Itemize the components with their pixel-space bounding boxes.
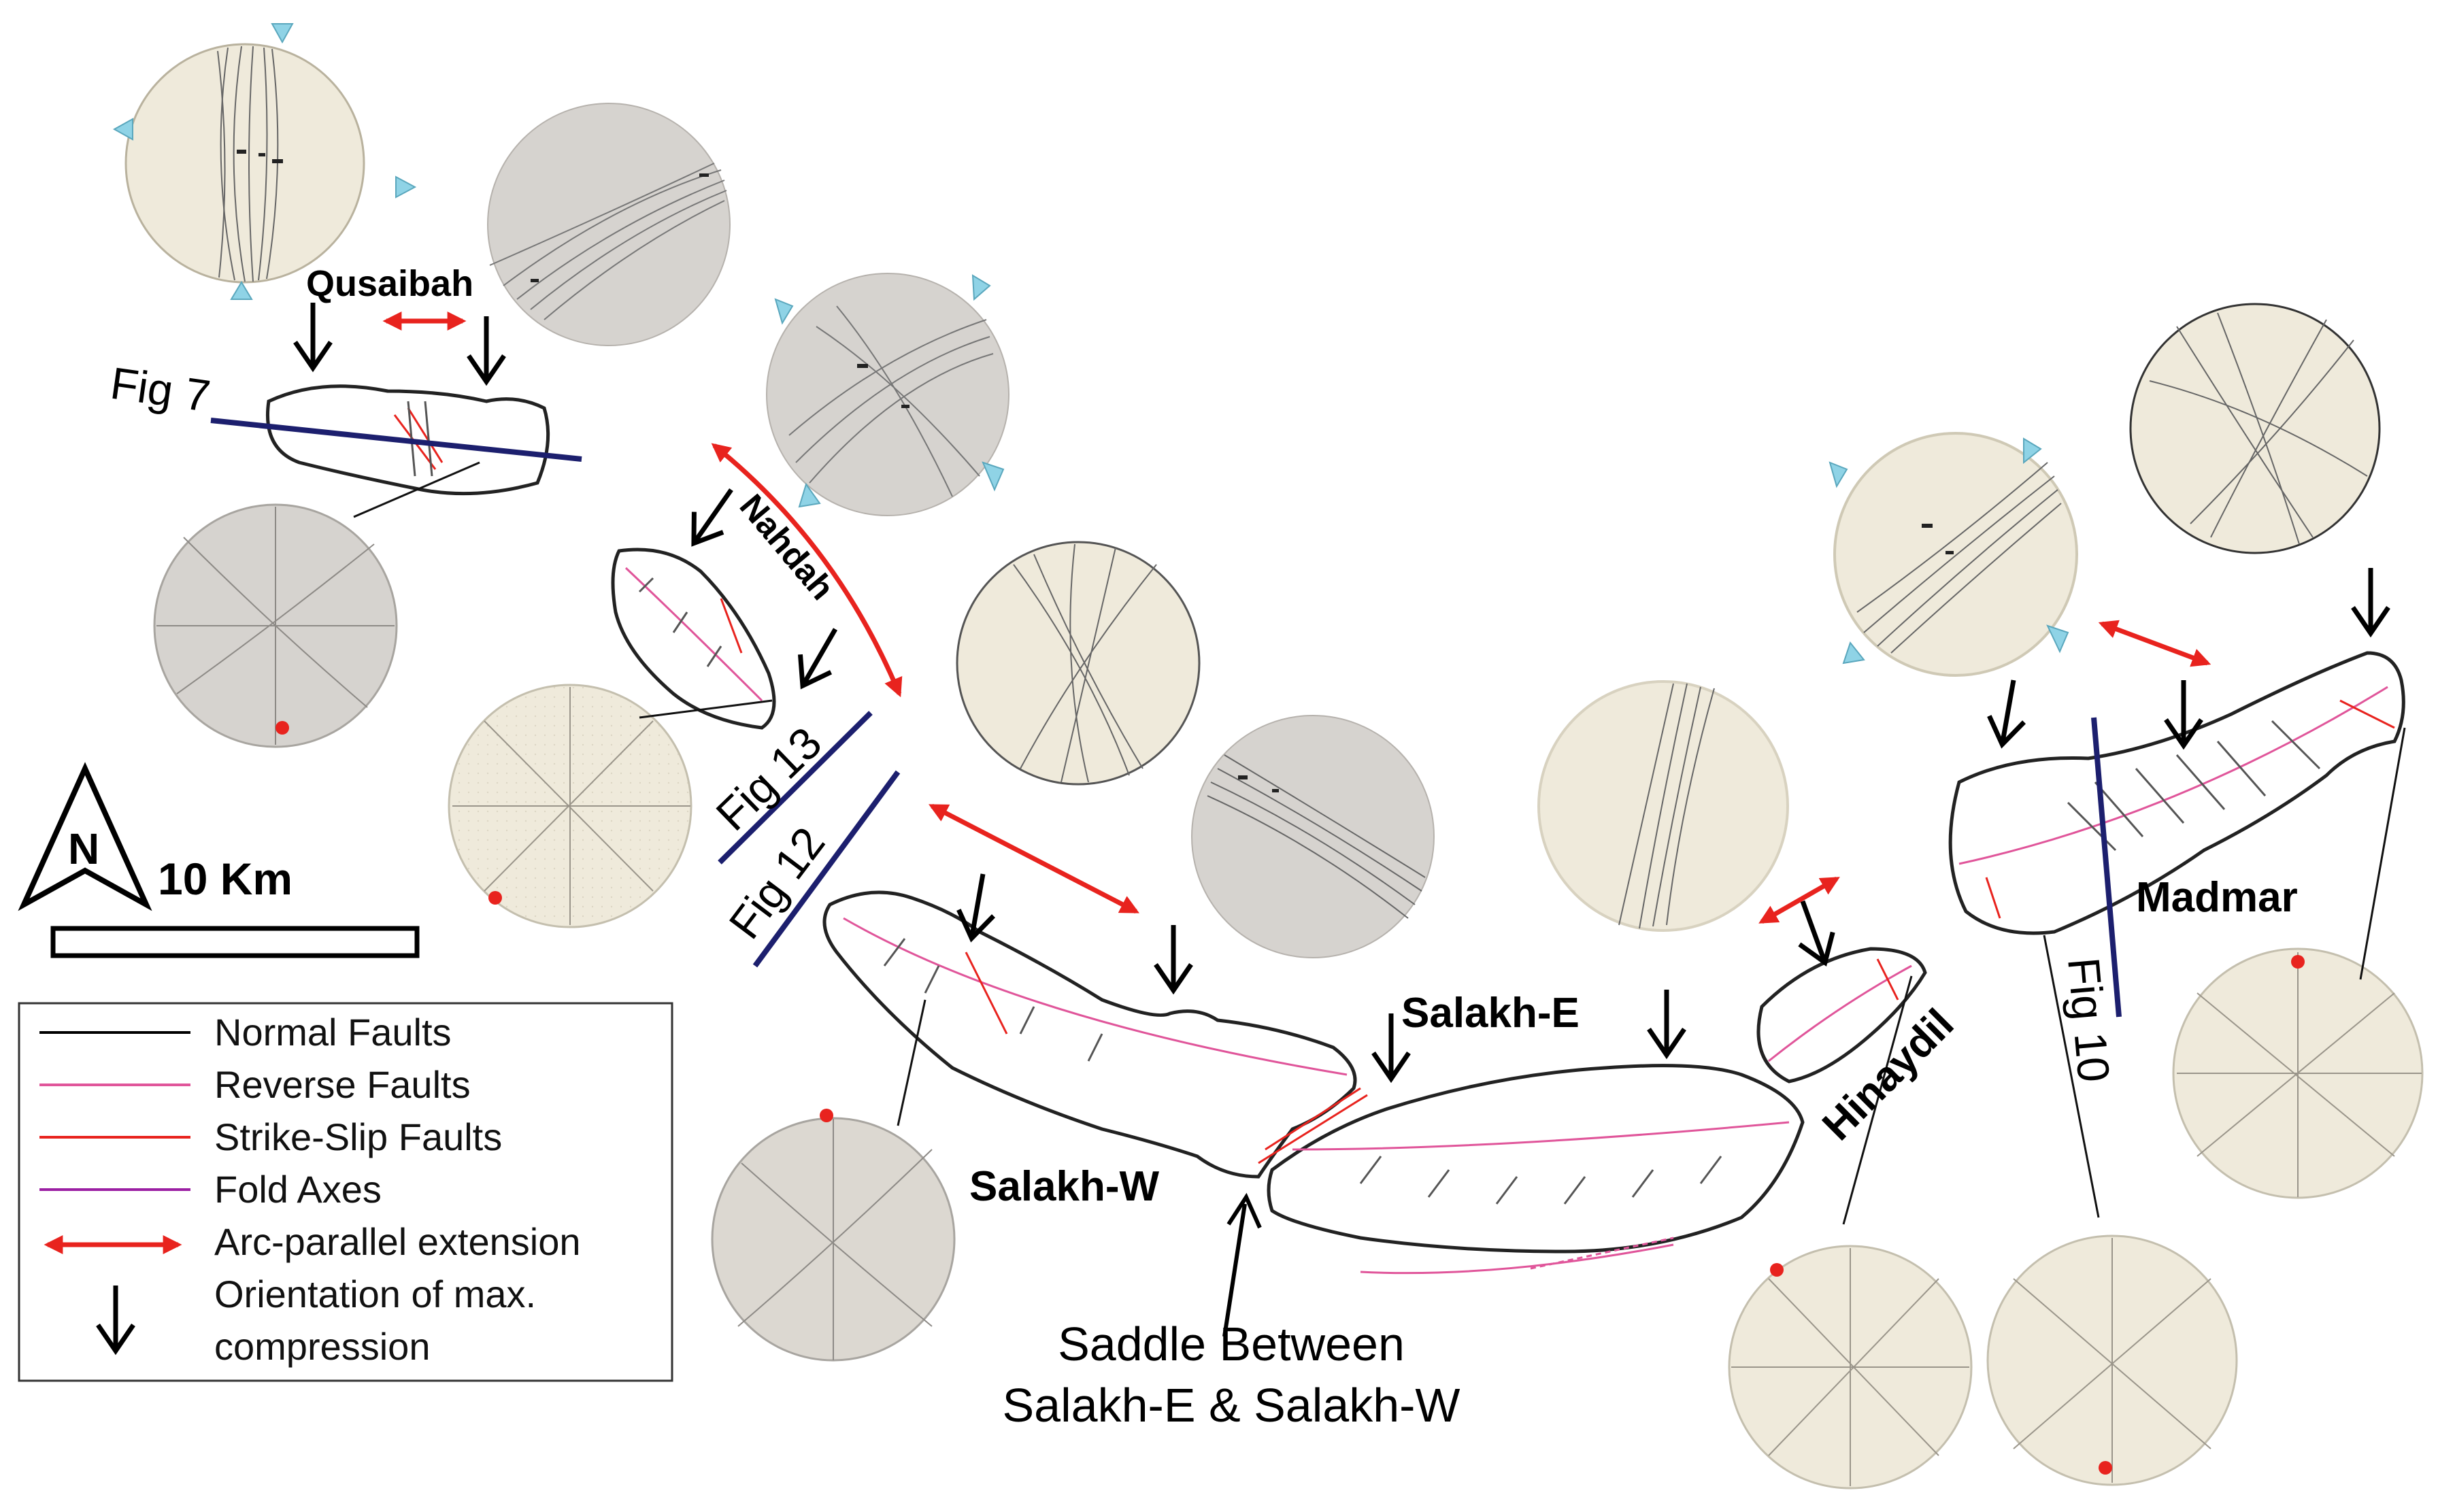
section-line-fig10 <box>2091 717 2122 1018</box>
structure-salakh-e <box>1267 1064 1805 1275</box>
structure-salakh-w <box>822 890 1368 1179</box>
section-line-fig12 <box>752 770 901 968</box>
compression-arrow <box>1649 990 1684 1055</box>
leader-line <box>2359 727 2406 980</box>
pole-marker <box>1770 1263 1784 1277</box>
label-nahdah: Nahdah <box>733 487 842 607</box>
kinematic-arrow-icon <box>982 461 1005 492</box>
pole-marker <box>488 891 502 905</box>
fault-dashed <box>1530 1237 1674 1270</box>
stereonet-madmar-top <box>2129 303 2381 554</box>
stereonet-qusaibah-right <box>487 103 731 346</box>
stereonet-hinaydil-fracture <box>1728 1245 1973 1490</box>
legend-label-strike-slip: Strike-Slip Faults <box>214 1115 502 1158</box>
kinematic-arrow-icon <box>112 118 133 141</box>
label-fig7: Fig 7 <box>107 358 214 422</box>
section-line-fig13 <box>718 711 873 864</box>
leader-line <box>1842 975 1913 1225</box>
label-salakh-w: Salakh-W <box>969 1163 1160 1210</box>
stereonet-qusaibah-top <box>112 23 417 300</box>
section-line-fig7 <box>210 418 582 462</box>
legend: Normal Faults Reverse Faults Strike-Slip… <box>18 1002 673 1382</box>
compression-arrow <box>787 620 850 694</box>
kinematic-arrow-icon <box>774 298 794 325</box>
compression-arrow <box>1985 677 2031 747</box>
structure-nahdah <box>611 548 776 730</box>
compression-arrow <box>295 303 331 368</box>
compression-arrow <box>469 316 504 382</box>
label-fig13: Fig 13 <box>706 717 831 840</box>
structure-hinaydil <box>1756 947 1927 1083</box>
north-letter: N <box>68 824 99 873</box>
kinematic-arrow-icon <box>2023 437 2042 465</box>
pole-marker <box>275 721 289 735</box>
compression-arrow <box>2353 568 2388 633</box>
stereonet-madmar-fracture-right <box>2172 947 2424 1199</box>
pole-marker <box>2099 1461 2112 1475</box>
saddle-label-line2: Salakh-E & Salakh-W <box>1002 1379 1460 1432</box>
leader-line <box>353 461 480 518</box>
leader-line <box>639 699 773 719</box>
label-salakh-e: Salakh-E <box>1401 990 1580 1037</box>
stereonet-madmar-fracture-left <box>1986 1234 2238 1486</box>
legend-label-normal: Normal Faults <box>214 1011 452 1054</box>
kinematic-arrow-icon <box>1842 641 1865 665</box>
pole-marker <box>2291 955 2305 969</box>
stereonet-nahdah-bottom <box>956 541 1201 786</box>
north-arrow-icon: N <box>18 762 152 911</box>
extension-arrow <box>1758 876 1840 924</box>
kinematic-arrow-icon <box>395 175 417 199</box>
kinematic-arrow-icon <box>230 281 253 300</box>
stereonet-salakh-e-top <box>1537 680 1789 932</box>
legend-label-compression-2: compression <box>214 1325 430 1368</box>
leader-line <box>897 999 926 1126</box>
stereonet-qusaibah-fracture <box>153 503 398 748</box>
scale-label: 10 Km <box>158 854 293 904</box>
saddle-label-line1: Saddle Between <box>1058 1317 1405 1371</box>
legend-label-compression-1: Orientation of max. <box>214 1273 536 1315</box>
compression-arrow <box>680 480 746 553</box>
extension-arrow <box>929 803 1139 914</box>
extension-arrow <box>711 443 903 698</box>
legend-label-extension: Arc-parallel extension <box>214 1220 580 1263</box>
stereonet-nahdah-fracture <box>448 684 692 928</box>
stereonet-hinaydil-top <box>1828 432 2078 677</box>
stereonet-salakh-w-fracture <box>711 1109 956 1362</box>
pole-marker <box>820 1109 833 1122</box>
structure-madmar <box>1948 651 2405 935</box>
label-fig10: Fig 10 <box>2058 956 2120 1084</box>
compression-arrow <box>1156 925 1191 990</box>
kinematic-arrow-icon <box>1828 461 1848 488</box>
label-qusaibah: Qusaibah <box>306 263 473 304</box>
scale-bar: 10 Km <box>50 854 420 958</box>
stereonet-nahdah-top <box>766 273 1009 516</box>
extension-arrow <box>2098 620 2211 667</box>
kinematic-arrow-icon <box>971 274 991 301</box>
compression-arrow <box>1222 1192 1262 1337</box>
legend-label-fold-axes: Fold Axes <box>214 1168 382 1211</box>
kinematic-arrow-icon <box>271 23 294 44</box>
legend-label-reverse: Reverse Faults <box>214 1063 471 1106</box>
stereonet-salakh-w-top <box>1191 715 1435 958</box>
label-madmar: Madmar <box>2136 874 2298 921</box>
kinematic-arrow-icon <box>2046 624 2069 654</box>
leader-line <box>2043 935 2100 1218</box>
